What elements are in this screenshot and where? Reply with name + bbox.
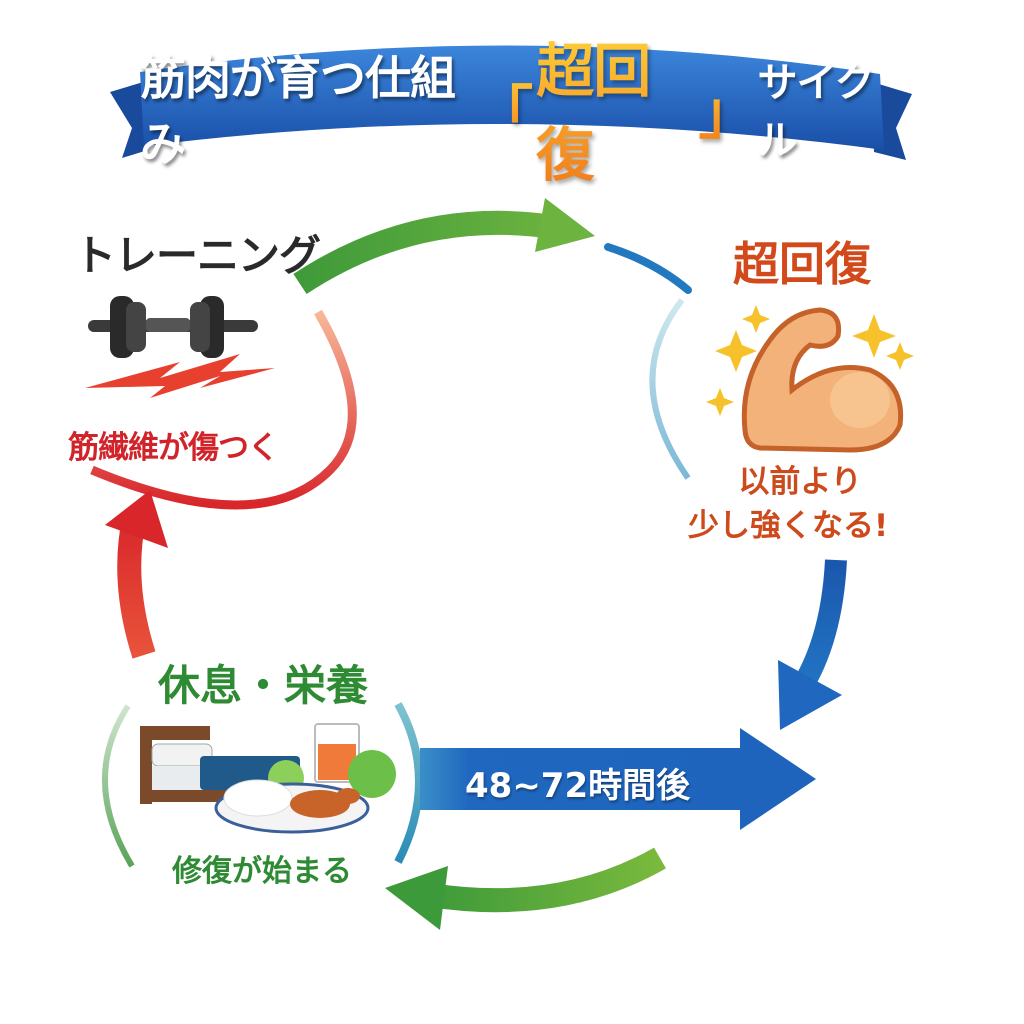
sparkle-icon <box>706 305 914 416</box>
banner-left-tail <box>110 80 150 158</box>
arrow-rest-to-training <box>105 490 168 659</box>
timeline-arrow <box>420 728 816 830</box>
supercompensation-description-line1: 以前より <box>738 464 862 500</box>
rest-description: 修復が始まる <box>172 854 352 889</box>
supercompensation-arc <box>649 298 691 480</box>
page-title: 筋肉が育つ仕組み 「 超回復 」 サイクル <box>140 37 900 189</box>
dumbbell-icon <box>88 296 258 358</box>
title-bracket-open: 「 <box>475 66 533 150</box>
title-banner <box>110 45 912 160</box>
rest-arc-left <box>102 704 135 868</box>
training-arc <box>90 309 357 510</box>
rest-title: 休息・栄養 <box>158 661 369 710</box>
supercompensation-title: 超回復 <box>733 237 871 291</box>
arrow-supercompensation-down <box>778 559 847 730</box>
training-title: トレーニング <box>74 231 321 280</box>
training-description: 筋繊維が傷つく <box>68 430 279 466</box>
timeline-label: 48~72時間後 <box>465 766 691 806</box>
flexed-bicep-icon <box>741 307 904 453</box>
arrow-training-to-supercompensation <box>293 198 595 295</box>
banner-ribbon <box>140 45 884 151</box>
arrow-timeline-to-rest <box>385 847 666 930</box>
title-prefix: 筋肉が育つ仕組み <box>140 51 456 171</box>
title-highlight: 超回復 <box>536 24 694 192</box>
lightning-damage-icon <box>85 354 275 398</box>
supercompensation-description-line2: 少し強くなる! <box>688 508 889 544</box>
title-suffix: サイクル <box>757 60 874 164</box>
meal-plate-icon <box>214 779 370 834</box>
supercompensation-arc-top <box>604 243 692 294</box>
supercompensation-description: 以前より 少し強くなる! <box>688 460 888 548</box>
rest-arc-right <box>394 702 423 864</box>
title-bracket-close: 」 <box>698 66 756 150</box>
